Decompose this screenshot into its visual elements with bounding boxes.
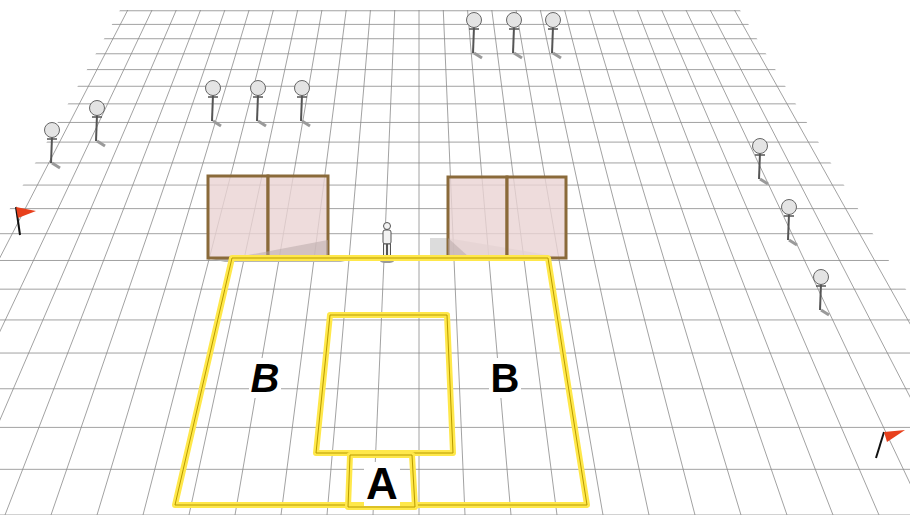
inner-area	[316, 315, 453, 453]
zone-label: B	[489, 358, 522, 398]
ground-grid	[0, 10, 910, 515]
zone-label: A	[364, 462, 400, 506]
flag-left	[16, 207, 36, 235]
zone-box: A	[346, 453, 418, 509]
lamp-posts	[45, 13, 830, 316]
zone-area: B B A	[170, 253, 592, 511]
inner-area-edge	[316, 315, 453, 453]
screen-panels-left	[208, 176, 328, 258]
flag-right	[876, 430, 905, 458]
screen-panels-right	[448, 177, 566, 258]
zone-label: B	[249, 358, 282, 398]
